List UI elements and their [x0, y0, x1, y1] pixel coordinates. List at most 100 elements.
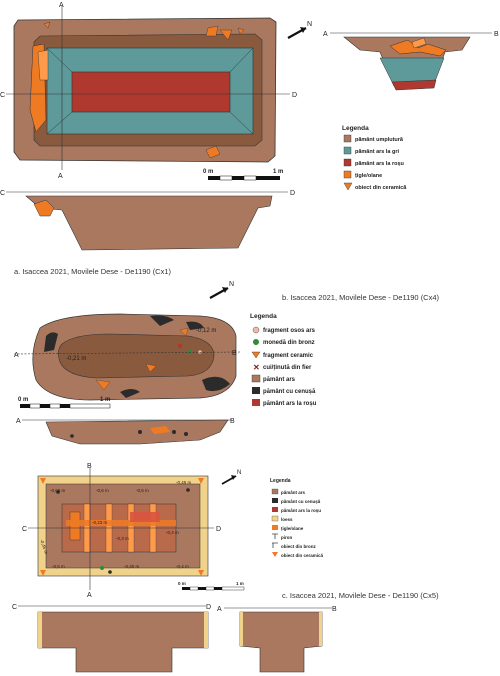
depth-label: -0,3 m: [116, 536, 129, 541]
legend-b-item: cui/ținută din fier: [263, 365, 312, 371]
legend-b-item: fragment osos ars: [263, 328, 316, 334]
legend-b-item: pământ cu cenușă: [263, 389, 316, 395]
scale-a-zero: 0 m: [203, 169, 213, 175]
legend-b: Legenda fragment osos ars monedă din bro…: [250, 313, 317, 407]
legend-b-item: fragment ceramic: [263, 353, 314, 359]
legend-c-swatch: [271, 488, 279, 495]
ceramic-fragment: [95, 379, 111, 391]
legend-b-item: pământ ars: [263, 377, 296, 383]
section-c2-fill: [239, 611, 323, 673]
legend-a-swatch-grey: [343, 146, 352, 155]
legend-c-swatch: [272, 507, 278, 512]
burnt-red-patch: [178, 344, 182, 348]
ceramic-fragment: [179, 327, 189, 337]
caption-c: c. Isaccea 2021, Movilele Dese - De1190 …: [282, 591, 439, 600]
figure-a: A A C D N A B Legenda pământ umplutură: [0, 2, 499, 276]
bronze-object-icon: [272, 542, 278, 548]
section-b-fill: [45, 419, 229, 445]
axis-label-a-b: A: [14, 352, 19, 359]
section-c-label-a: A: [217, 606, 222, 613]
scale-bar-c: 0 m 1 m: [178, 581, 245, 591]
scale-a-one: 1 m: [273, 169, 283, 175]
legend-a-item: pământ ars la roșu: [355, 161, 404, 167]
section-label-a: A: [323, 31, 328, 38]
ceramic-fragment: [150, 426, 170, 434]
ash-patch: [186, 321, 204, 330]
section-c-label-c: C: [12, 604, 17, 611]
ceramic-fragment-icon: [251, 351, 261, 359]
scale-b-one: 1 m: [100, 397, 110, 403]
axis-label-b-c: B: [87, 463, 92, 470]
legend-c-swatch: [272, 525, 278, 530]
bronze-coin-icon: [188, 350, 192, 354]
axis-label-d-c: D: [216, 526, 221, 533]
section-c-label-b: B: [332, 606, 337, 613]
plan-a-red-fill: [71, 71, 231, 113]
north-label-c: N: [237, 470, 241, 476]
depth-label: -0,45 m: [124, 564, 140, 569]
north-arrow-c: N: [221, 470, 241, 485]
section-label-d: D: [290, 190, 295, 197]
burnt-red-patch: [130, 512, 160, 522]
section-label-b: B: [494, 31, 499, 38]
legend-b-item: monedă din bronz: [263, 340, 315, 346]
scale-bar-b: 0 m 1 m: [18, 397, 110, 409]
depth-label: -0,12 m: [196, 328, 216, 334]
ash-patch: [120, 389, 140, 398]
legend-c-title: Legenda: [270, 478, 291, 484]
legend-a-swatch-red: [343, 158, 352, 167]
section-cd-tiles: [33, 199, 55, 217]
plan-b: A B -0,12 m -0,21 m: [13, 313, 241, 401]
depth-label: -0,45 m: [176, 480, 192, 485]
axis-ab-b: [13, 351, 241, 355]
depth-label: -0,65 m: [50, 488, 66, 493]
legend-c-item: pământ ars la roșu: [281, 508, 321, 514]
plan-a: A A C D: [0, 2, 297, 180]
figure-b: N b. Isaccea 2021, Movilele Dese - De119…: [13, 281, 440, 445]
legend-b-swatch: [252, 387, 260, 394]
section-a-tiles: [389, 39, 447, 57]
legend-a-item: țigle/olane: [355, 173, 382, 179]
north-label-a: N: [307, 21, 312, 28]
legend-a-item: pământ ars la gri: [355, 149, 399, 155]
ceramic-object-icon: [343, 182, 353, 191]
axis-label-a-bottom: A: [58, 173, 63, 180]
ceramic-fragment: [145, 363, 157, 373]
legend-a-swatch-tiles: [343, 170, 352, 179]
legend-c: Legenda pământ ars pământ cu cenușă pămâ…: [270, 478, 324, 558]
section-ab-a: A B: [323, 31, 499, 91]
tile-fragment: [205, 25, 219, 37]
section-c-label-d: D: [206, 604, 211, 611]
legend-c-swatch: [271, 515, 279, 522]
tile-fragment: [66, 520, 176, 526]
section-cd-a: C D: [0, 190, 295, 251]
depth-label: -0,23 m: [92, 520, 108, 525]
depth-label: -0,4 m: [176, 564, 189, 569]
section-label-c: C: [0, 190, 5, 197]
axis-label-a-c: A: [87, 592, 92, 599]
scale-c-zero: 0 m: [178, 581, 186, 586]
legend-c-item: obiect din ceramică: [281, 553, 324, 558]
north-label-b: N: [229, 281, 234, 288]
scale-b-zero: 0 m: [18, 397, 28, 403]
scale-bar-a: 0 m 1 m: [203, 169, 283, 181]
legend-b-swatch: [252, 399, 260, 406]
section-b-label-b: B: [230, 418, 235, 425]
tile-fragment: [205, 145, 221, 159]
plan-c: B A C D -0,65 m -0,6 m -0,5 m -0,45 m -0…: [22, 463, 221, 599]
section-ab-b: A B: [16, 418, 235, 445]
legend-c-item: pământ ars: [281, 490, 306, 495]
legend-b-item: pământ ars la roșu: [263, 401, 317, 407]
tile-fragment: [219, 29, 233, 41]
nail-icon: [272, 533, 278, 539]
legend-b-swatch: [251, 374, 261, 383]
plan-b-inner: [58, 333, 215, 379]
axis-label-b-b: B: [232, 350, 237, 357]
legend-c-item: obiect din bronz: [281, 544, 316, 549]
ash-patch: [44, 332, 58, 352]
depth-label: -0,45 m: [39, 539, 49, 555]
legend-a-swatch-fill: [343, 134, 352, 143]
legend-c-swatch: [272, 498, 278, 503]
section-cd-c: C D: [12, 604, 211, 673]
